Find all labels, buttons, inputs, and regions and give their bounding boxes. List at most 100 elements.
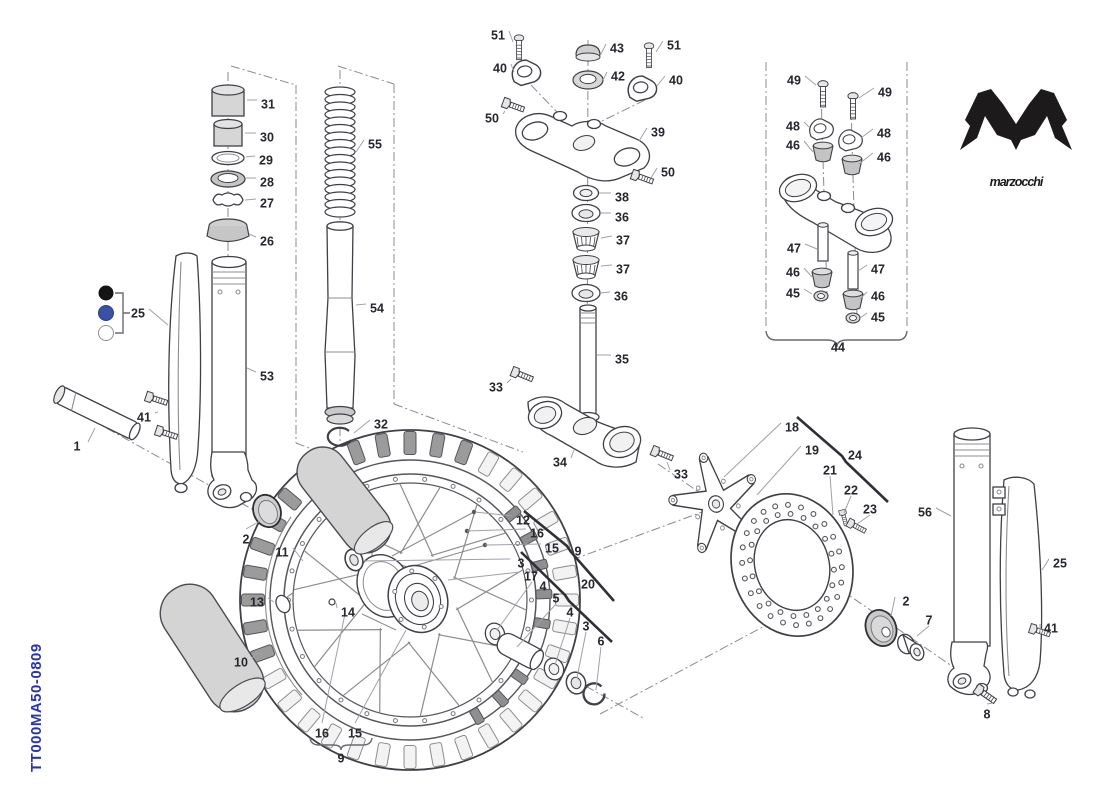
fork-outer-tube-left [207,255,258,509]
bearing-37a [572,226,600,252]
riser-kit [778,80,894,324]
part-label-20: 20 [581,578,595,592]
part-label-15: 15 [348,727,362,741]
snap-ring [326,426,352,447]
bolt-51b [643,42,655,69]
wave-washer [212,192,244,207]
fork-spring [324,86,356,218]
part-label-40: 40 [669,74,683,88]
part-label-28: 28 [260,176,274,190]
handlebar-clamp-right [625,73,659,103]
part-label-10: 10 [234,656,248,670]
part-label-8: 8 [984,708,991,722]
part-label-16: 16 [530,527,544,541]
part-label-6: 6 [598,635,605,649]
seal-36b [571,283,601,303]
part-label-5: 5 [553,592,560,606]
part-label-41: 41 [1044,622,1058,636]
span-brackets [309,416,889,751]
part-label-49: 49 [878,86,892,100]
part-label-23: 23 [863,503,877,517]
part-label-12: 12 [516,514,530,528]
part-label-4: 4 [567,606,574,620]
part-label-19: 19 [805,444,819,458]
part-label-14: 14 [341,606,355,620]
part-label-17: 17 [524,570,538,584]
part-label-48: 48 [786,120,800,134]
bolt-51a [513,34,525,61]
part-label-50: 50 [661,166,675,180]
part-label-45: 45 [786,287,800,301]
part-label-15: 15 [545,542,559,556]
part-label-47: 47 [871,263,885,277]
wheel-hub [356,554,449,634]
part-label-55: 55 [368,138,382,152]
brake-disc [730,492,854,638]
legend-dot-white [98,325,114,341]
part-label-41: 41 [137,411,151,425]
steering-cap [575,44,601,62]
circlip-6 [582,682,606,706]
part-label-37: 37 [616,263,630,277]
part-label-37: 37 [616,234,630,248]
part-label-38: 38 [615,191,629,205]
bottom-triple-clamp [527,396,642,468]
spokes [293,483,527,717]
part-label-31: 31 [261,98,275,112]
part-label-7: 7 [926,614,933,628]
fork-cartridge [324,221,356,425]
top-triple-clamp [514,110,651,182]
part-label-48: 48 [877,127,891,141]
logo-m-icon [960,89,1072,150]
bolt-23 [845,517,868,536]
part-label-25: 25 [131,307,145,321]
part-label-51: 51 [491,29,505,43]
seal-36a [571,203,601,223]
front-wheel [239,429,581,771]
part-label-24: 24 [848,449,862,463]
front-axle [53,385,141,441]
part-label-9: 9 [575,545,582,559]
part-label-2: 2 [903,595,910,609]
tire-segment-lower [159,583,266,713]
part-label-39: 39 [651,126,665,140]
part-label-36: 36 [615,211,629,225]
part-label-2: 2 [243,533,250,547]
valve [275,591,295,614]
part-label-46: 46 [786,266,800,280]
part-label-54: 54 [370,302,384,316]
part-label-34: 34 [553,456,567,470]
part-label-49: 49 [787,74,801,88]
part-label-47: 47 [787,242,801,256]
part-label-50: 50 [485,112,499,126]
document-code: TT000MA50-0809 [28,643,45,772]
handlebar-clamp-left [509,56,544,88]
hub-bearing [344,548,364,572]
part-label-44: 44 [831,341,845,355]
part-label-16: 16 [315,727,329,741]
brand-logo: marzocchi [960,89,1072,189]
part-label-42: 42 [611,70,625,84]
part-label-33: 33 [674,468,688,482]
part-label-45: 45 [871,311,885,325]
brand-name: marzocchi [990,175,1044,189]
part-label-4: 4 [540,580,547,594]
part-label-11: 11 [275,546,288,560]
part-label-18: 18 [785,421,799,435]
bolt-33a [509,365,535,385]
part-label-27: 27 [260,197,274,211]
fork-cap-stack [206,84,250,243]
brace-44 [765,330,908,348]
spoke-nipple [328,598,336,606]
tire-segment-upper [296,446,394,555]
part-label-26: 26 [260,235,274,249]
cap-right [864,609,898,647]
part-label-53: 53 [260,370,274,384]
bolt-33b [649,444,675,464]
bolt-41a [143,390,169,409]
part-label-3: 3 [583,620,590,634]
color-legend [98,285,130,341]
